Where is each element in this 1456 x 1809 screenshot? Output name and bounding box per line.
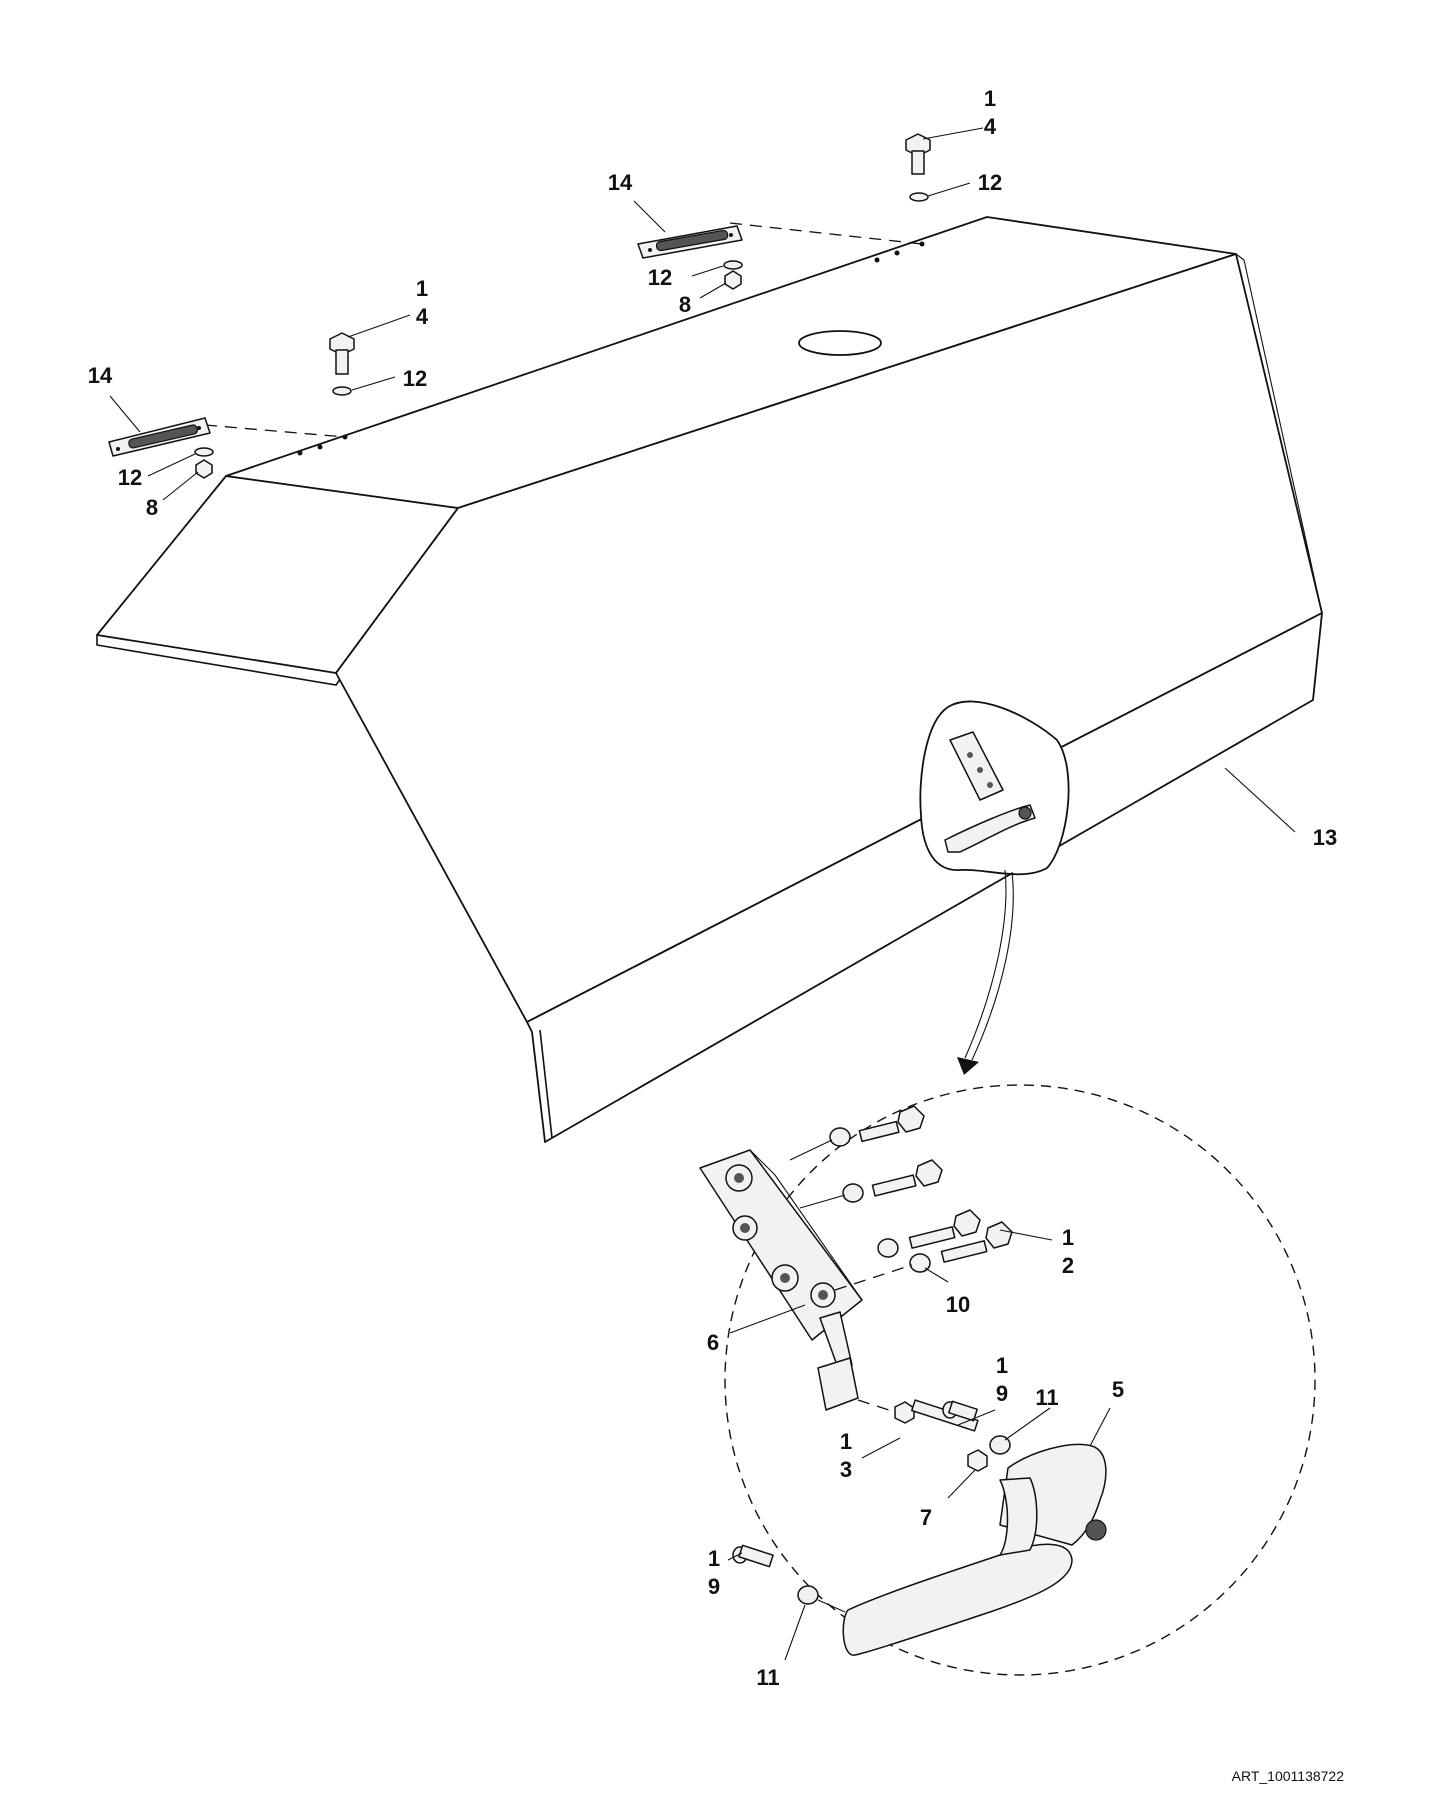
label-washer-left-bottom: 12	[118, 465, 142, 490]
hole-icon	[919, 241, 925, 247]
washer-icon	[829, 1127, 851, 1147]
latch-callout-bubble	[919, 700, 1070, 1075]
nut-icon	[724, 270, 742, 290]
label-washer-right-bottom: 12	[648, 265, 672, 290]
hinge-icon	[108, 417, 211, 457]
detail-view-circle	[724, 1084, 1316, 1676]
bolt-icon	[953, 1209, 981, 1237]
hinge-left-group	[108, 332, 355, 479]
washer-icon	[723, 260, 743, 270]
bolt-icon	[905, 133, 931, 175]
label-latch-washer: 10	[946, 1292, 970, 1317]
washer-icon	[332, 386, 352, 396]
washer-icon	[989, 1435, 1011, 1455]
bolt-icon	[985, 1221, 1013, 1249]
bolt-icon	[871, 1174, 917, 1197]
bolt-icon	[329, 332, 355, 375]
label-washer-left-top: 12	[403, 366, 427, 391]
callout-labels: 14 1 4 12 12 8 14 1 4 12 12 8 13 6 1 2 1…	[88, 86, 1337, 1690]
label-handle: 5	[1112, 1377, 1124, 1402]
bolt-icon	[908, 1226, 956, 1249]
label-bolt-left-1: 1	[416, 276, 428, 301]
label-handle-screw-9a: 9	[996, 1381, 1008, 1406]
latch-icon	[699, 1149, 863, 1411]
washer-icon	[194, 447, 214, 457]
label-bolt-right-4: 4	[984, 114, 997, 139]
washer-icon	[797, 1585, 819, 1605]
hole-icon	[894, 250, 900, 256]
label-latch-bolt-1: 1	[1062, 1225, 1074, 1250]
bolt-icon	[738, 1544, 774, 1568]
label-latch: 6	[707, 1330, 719, 1355]
label-handle-washer-b: 11	[756, 1665, 779, 1690]
leader-lines	[109, 127, 1296, 1661]
label-hinge-left: 14	[88, 363, 113, 388]
washer-icon	[877, 1238, 899, 1258]
hole-icon	[874, 257, 880, 263]
bolt-icon	[940, 1240, 988, 1263]
latch-fasteners	[789, 1105, 1013, 1291]
label-handle-screw-9b: 9	[708, 1574, 720, 1599]
nut-icon	[195, 459, 213, 479]
label-latch-bolt-2: 2	[1062, 1253, 1074, 1278]
washer-icon	[909, 192, 929, 202]
label-handle-bolt-1: 1	[840, 1429, 852, 1454]
label-nut-left: 8	[146, 495, 158, 520]
label-cover: 13	[1313, 825, 1337, 850]
art-number: ART_1001138722	[1232, 1768, 1345, 1784]
washer-icon	[909, 1253, 931, 1273]
label-handle-nut: 7	[920, 1505, 932, 1530]
label-nut-right: 8	[679, 292, 691, 317]
hole-icon	[297, 450, 303, 456]
bolt-icon	[858, 1120, 900, 1143]
handle-icon	[842, 1443, 1107, 1656]
label-handle-washer-a: 11	[1035, 1385, 1058, 1410]
bolt-icon	[897, 1105, 925, 1133]
bolt-icon	[894, 1401, 915, 1424]
bolt-icon	[948, 1400, 978, 1422]
hole-icon	[317, 444, 323, 450]
label-hinge-right: 14	[608, 170, 633, 195]
label-washer-right-top: 12	[978, 170, 1002, 195]
washer-icon	[842, 1183, 864, 1203]
cover-body	[96, 216, 1323, 1143]
bolt-icon	[915, 1159, 943, 1187]
label-bolt-left-4: 4	[416, 304, 429, 329]
label-handle-screw-1a: 1	[996, 1353, 1008, 1378]
nut-icon	[967, 1449, 988, 1472]
label-handle-bolt-3: 3	[840, 1457, 852, 1482]
hinge-icon	[637, 225, 743, 259]
label-handle-screw-1b: 1	[708, 1546, 720, 1571]
label-bolt-right-1: 1	[984, 86, 996, 111]
